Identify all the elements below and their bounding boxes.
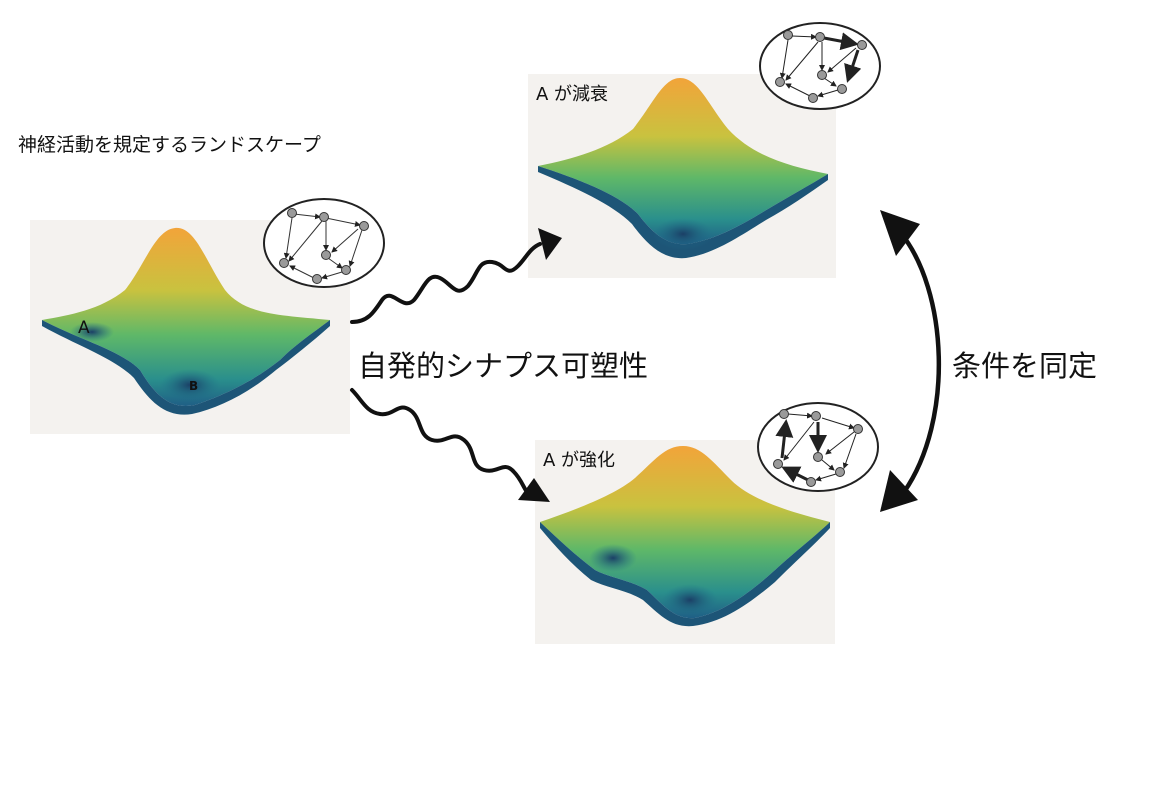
decay-landscape-surface: [538, 78, 828, 259]
decay-panel-title: A が減衰: [536, 84, 609, 105]
well-b-label: B: [189, 379, 199, 393]
well-a-label: A: [78, 318, 90, 338]
double-arrow-curve: [897, 229, 941, 495]
wavy-arrow-up-head: [538, 228, 562, 260]
decay-landscape-panel: A が減衰: [528, 74, 836, 278]
condition-label: 条件を同定: [952, 349, 1098, 383]
landscape-title: 神経活動を規定するランドスケープ: [18, 134, 321, 156]
initial-landscape-surface: [42, 227, 330, 415]
wavy-arrow-down-head: [518, 478, 550, 502]
double-arrow-top-head: [880, 210, 920, 256]
strengthen-landscape-panel: A が強化: [535, 440, 835, 644]
strengthen-landscape-surface: [540, 446, 830, 627]
wavy-arrow-up: [350, 242, 542, 324]
double-arrow-bottom-head: [880, 470, 918, 512]
network-diagram-initial: [263, 198, 385, 288]
network-diagram-decay: [759, 22, 881, 110]
plasticity-label: 自発的シナプス可塑性: [358, 349, 649, 383]
network-diagram-strengthen: [757, 402, 879, 492]
wavy-arrow-down: [350, 388, 532, 498]
strengthen-panel-title: A が強化: [543, 450, 616, 471]
